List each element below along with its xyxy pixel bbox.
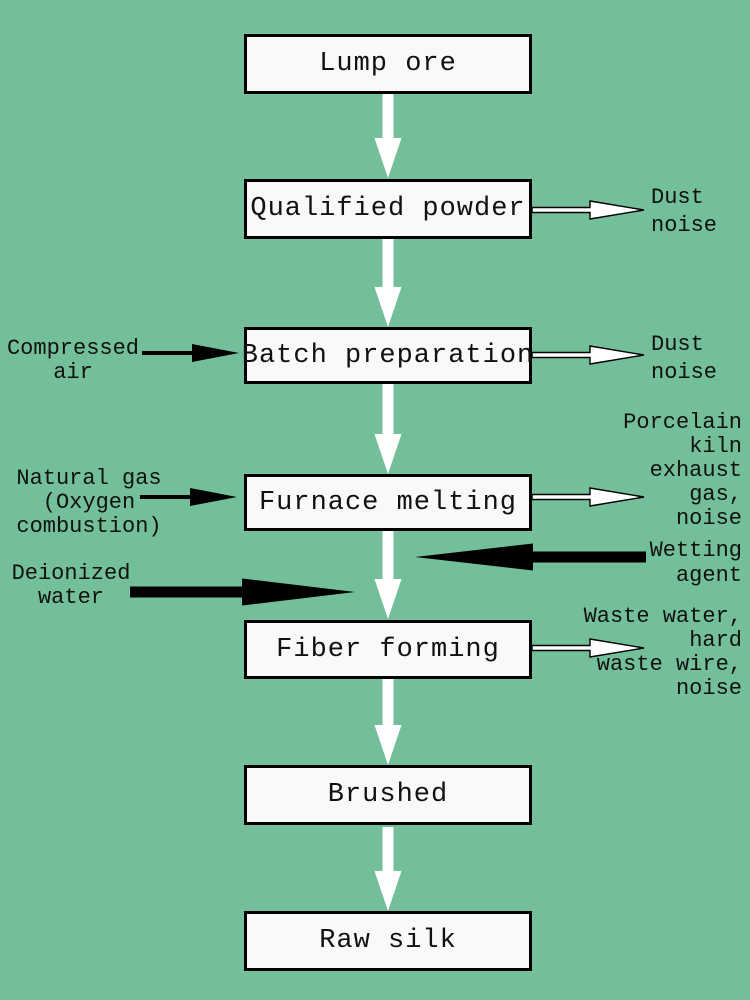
label-waste-water: Waste water, hard waste wire, noise <box>583 604 742 701</box>
process-box-label: Furnace melting <box>258 487 518 518</box>
label-dust-noise-2: Dust noise <box>651 332 718 385</box>
process-box-batch-preparation: Batch preparation <box>241 327 535 384</box>
flow-arrow-down-4 <box>374 531 402 619</box>
input-arrow-compressed-air <box>142 344 239 362</box>
process-box-qualified-powder: Qualified powder <box>244 179 532 239</box>
flow-arrow-down-6 <box>374 827 402 911</box>
input-arrow-deionized-water <box>130 578 355 606</box>
process-box-label: Brushed <box>327 780 449 810</box>
process-box-label: Batch preparation <box>241 340 535 371</box>
input-arrow-natural-gas <box>140 488 237 506</box>
output-arrow-waste <box>532 638 645 658</box>
flow-arrow-down-5 <box>374 679 402 765</box>
flow-arrow-down-3 <box>374 384 402 474</box>
label-compressed-air: Compressed air <box>6 336 140 385</box>
process-box-brushed: Brushed <box>244 765 532 825</box>
label-dust-noise-1: Dust noise <box>651 185 718 238</box>
process-box-fiber-forming: Fiber forming <box>244 620 532 679</box>
process-box-lump-ore: Lump ore <box>244 34 532 94</box>
label-wetting-agent: Wetting agent <box>649 538 742 588</box>
label-deionized-water: Deionized water <box>11 561 131 610</box>
process-box-label: Lump ore <box>319 49 457 79</box>
label-porcelain-kiln-exhaust: Porcelain kiln exhaust gas, noise <box>623 410 742 531</box>
flow-arrow-down-2 <box>374 239 402 327</box>
output-arrow-exhaust <box>532 487 645 507</box>
flow-arrow-down-1 <box>374 94 402 178</box>
process-box-furnace-melting: Furnace melting <box>244 474 532 531</box>
process-box-label: Qualified powder <box>250 194 526 224</box>
output-arrow-dust-1 <box>532 200 645 220</box>
output-arrow-dust-2 <box>532 345 645 365</box>
input-arrow-wetting-agent <box>415 543 646 571</box>
process-box-label: Fiber forming <box>276 634 500 665</box>
label-natural-gas: Natural gas (Oxygen combustion) <box>16 466 162 539</box>
process-box-raw-silk: Raw silk <box>244 911 532 971</box>
process-box-label: Raw silk <box>319 926 457 956</box>
